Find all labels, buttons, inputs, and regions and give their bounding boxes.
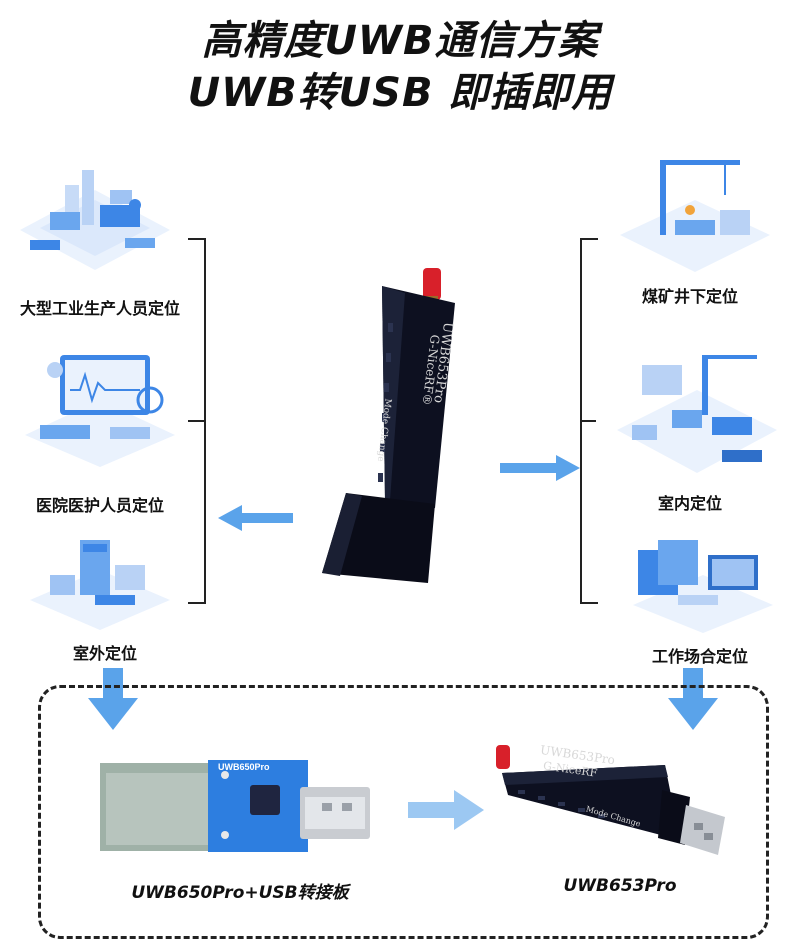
uwb653pro-dongle-image xyxy=(496,745,725,855)
factory-illustration-icon xyxy=(20,170,170,270)
left-bracket-mid xyxy=(188,420,204,422)
right-down-arrow-icon xyxy=(668,668,718,730)
bottom-left-caption: UWB650Pro+USB转接板 xyxy=(131,883,349,903)
left-scene-label-2: 医院医护人员定位 xyxy=(35,496,164,515)
bottom-dashed-frame xyxy=(38,685,769,939)
center-dongle-image xyxy=(322,268,455,583)
page-title-line2: UWB转USB 即插即用 xyxy=(187,70,613,116)
left-scene-label-1: 大型工业生产人员定位 xyxy=(19,299,180,318)
outdoor-building-illustration-icon xyxy=(30,540,170,630)
page-title-line1: 高精度UWB通信方案 xyxy=(201,18,599,64)
mine-crane-illustration-icon xyxy=(620,160,770,272)
right-scene-label-2: 室内定位 xyxy=(657,494,722,513)
left-scene-label-3: 室外定位 xyxy=(72,644,137,663)
bottom-right-caption: UWB653Pro xyxy=(563,876,677,896)
right-arrow-icon xyxy=(500,455,580,481)
bottom-right-arrow-icon xyxy=(408,790,484,830)
right-scene-label-3: 工作场合定位 xyxy=(651,647,748,666)
workplace-screens-illustration-icon xyxy=(633,540,773,633)
left-down-arrow-icon xyxy=(88,668,138,730)
hospital-monitor-illustration-icon xyxy=(25,355,175,467)
left-bracket xyxy=(188,238,206,604)
indoor-warehouse-illustration-icon xyxy=(617,355,777,473)
left-arrow-icon xyxy=(218,505,293,531)
right-bracket-mid xyxy=(580,420,596,422)
uwb650pro-usb-board-image xyxy=(100,760,370,852)
right-scene-label-1: 煤矿井下定位 xyxy=(641,287,738,306)
board-silkscreen: UWB650Pro xyxy=(218,762,270,772)
